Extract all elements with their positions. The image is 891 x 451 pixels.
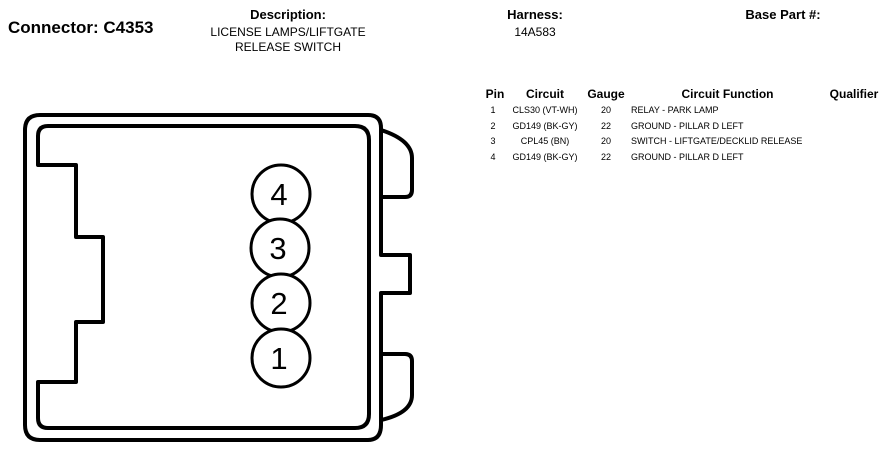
base-part-label: Base Part #:	[745, 7, 821, 22]
table-row: 3 CPL45 (BN) 20 SWITCH - LIFTGATE/DECKLI…	[0, 136, 891, 152]
cavity-1-circle	[250, 327, 312, 389]
cell-gauge: 22	[600, 121, 611, 131]
description-line-1: LICENSE LAMPS/LIFTGATE	[210, 25, 366, 39]
cavity-1-label: 1	[270, 341, 287, 376]
cell-circuit: CPL45 (BN)	[520, 136, 570, 146]
cavity-2-label: 2	[270, 286, 287, 321]
cavity-4-label: 4	[270, 177, 287, 212]
harness-value: 14A583	[514, 25, 556, 39]
cell-pin: 2	[490, 121, 496, 131]
column-header-pin: Pin	[485, 87, 505, 101]
cavity-3-label: 3	[269, 231, 286, 266]
cell-function: GROUND - PILLAR D LEFT	[631, 152, 744, 162]
connector-outer-outline	[23, 113, 414, 442]
table-row: 4 GD149 (BK-GY) 22 GROUND - PILLAR D LEF…	[0, 152, 891, 168]
cell-function: GROUND - PILLAR D LEFT	[631, 121, 744, 131]
table-row: 2 GD149 (BK-GY) 22 GROUND - PILLAR D LEF…	[0, 121, 891, 137]
cell-pin: 1	[490, 105, 496, 115]
cell-pin: 4	[490, 152, 496, 162]
cell-gauge: 20	[600, 136, 611, 146]
description-label: Description:	[250, 7, 326, 22]
cell-circuit: CLS30 (VT-WH)	[512, 105, 578, 115]
description-line-2: RELEASE SWITCH	[234, 40, 342, 54]
cell-function: RELAY - PARK LAMP	[631, 105, 719, 115]
cell-circuit: GD149 (BK-GY)	[512, 152, 578, 162]
table-row: 1 CLS30 (VT-WH) 20 RELAY - PARK LAMP	[0, 105, 891, 121]
column-header-circuit: Circuit	[525, 87, 564, 101]
harness-label: Harness:	[507, 7, 563, 22]
column-header-qualifier: Qualifier	[829, 87, 879, 101]
cell-pin: 3	[490, 136, 496, 146]
column-header-gauge: Gauge	[587, 87, 625, 101]
connector-inner-outline	[36, 124, 371, 430]
connector-title: Connector: C4353	[8, 18, 154, 37]
cell-circuit: GD149 (BK-GY)	[512, 121, 578, 131]
cell-gauge: 22	[600, 152, 611, 162]
cell-gauge: 20	[600, 105, 611, 115]
column-header-circuit-function: Circuit Function	[681, 87, 774, 101]
cell-function: SWITCH - LIFTGATE/DECKLID RELEASE	[631, 136, 803, 146]
description-value: LICENSE LAMPS/LIFTGATE RELEASE SWITCH	[195, 25, 381, 55]
